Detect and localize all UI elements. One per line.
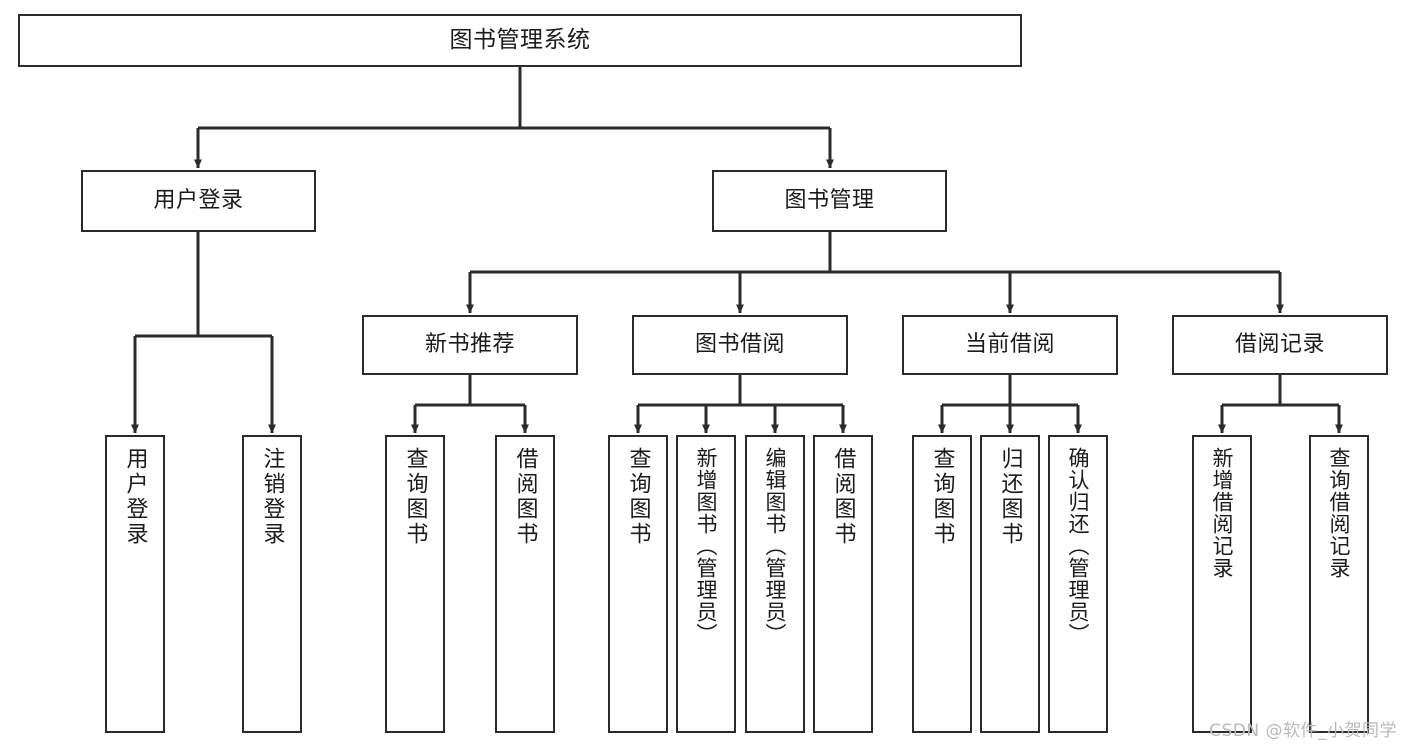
node-leaf-logout-login[interactable]: 注销登录 xyxy=(242,435,302,733)
node-label: 新书推荐 xyxy=(424,332,515,358)
node-label: 借阅记录 xyxy=(1234,332,1325,358)
node-new-book-recommend[interactable]: 新书推荐 xyxy=(362,315,578,375)
node-root-system[interactable]: 图书管理系统 xyxy=(18,14,1022,67)
node-leaf-borrow-book-1[interactable]: 借阅图书 xyxy=(495,435,555,733)
node-leaf-confirm-return[interactable]: 确认归还（管理员） xyxy=(1048,435,1108,733)
node-label: 查询图书 xyxy=(929,447,955,547)
node-label: 新增图书（管理员） xyxy=(694,447,719,645)
node-book-management[interactable]: 图书管理 xyxy=(712,170,947,232)
node-label: 归还图书 xyxy=(997,447,1023,547)
node-user-login[interactable]: 用户登录 xyxy=(81,170,316,232)
node-label: 用户登录 xyxy=(153,188,244,214)
node-leaf-add-record[interactable]: 新增借阅记录 xyxy=(1192,435,1252,733)
node-current-borrow[interactable]: 当前借阅 xyxy=(902,315,1118,375)
node-label: 新增借阅记录 xyxy=(1210,447,1235,579)
node-label: 查询图书 xyxy=(625,447,651,547)
node-label: 编辑图书（管理员） xyxy=(763,447,788,645)
node-label: 借阅图书 xyxy=(830,447,856,547)
node-label: 注销登录 xyxy=(259,447,285,547)
csdn-watermark: CSDN @软件_小贺同学 xyxy=(1209,721,1397,741)
node-leaf-return-book[interactable]: 归还图书 xyxy=(980,435,1040,733)
node-label: 借阅图书 xyxy=(512,447,538,547)
node-leaf-borrow-book-2[interactable]: 借阅图书 xyxy=(813,435,873,733)
node-label: 图书管理 xyxy=(784,188,875,214)
node-leaf-query-book-3[interactable]: 查询图书 xyxy=(912,435,972,733)
node-leaf-query-book-2[interactable]: 查询图书 xyxy=(608,435,668,733)
node-leaf-query-record[interactable]: 查询借阅记录 xyxy=(1309,435,1369,733)
node-leaf-user-login[interactable]: 用户登录 xyxy=(105,435,165,733)
node-label: 用户登录 xyxy=(122,447,148,547)
node-label: 图书借阅 xyxy=(694,332,785,358)
node-book-borrow[interactable]: 图书借阅 xyxy=(632,315,848,375)
node-label: 确认归还（管理员） xyxy=(1066,447,1091,645)
node-label: 查询借阅记录 xyxy=(1327,447,1352,579)
node-leaf-edit-book[interactable]: 编辑图书（管理员） xyxy=(745,435,805,733)
node-borrow-record[interactable]: 借阅记录 xyxy=(1172,315,1388,375)
node-leaf-add-book[interactable]: 新增图书（管理员） xyxy=(676,435,736,733)
node-label: 查询图书 xyxy=(402,447,428,547)
node-label: 图书管理系统 xyxy=(449,26,591,53)
node-label: 当前借阅 xyxy=(964,332,1055,358)
node-leaf-query-book-1[interactable]: 查询图书 xyxy=(385,435,445,733)
